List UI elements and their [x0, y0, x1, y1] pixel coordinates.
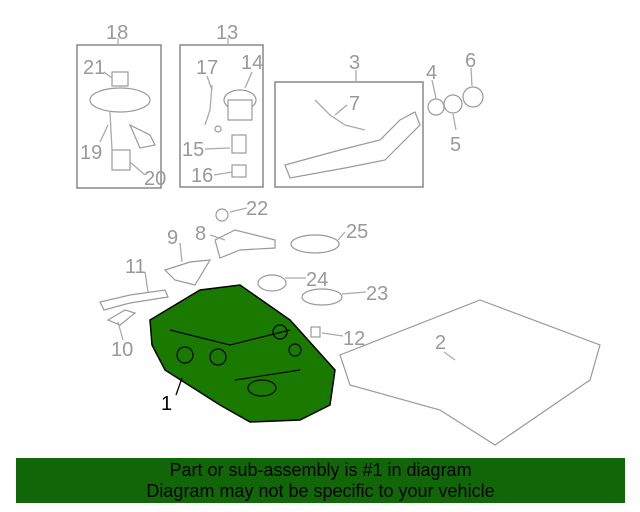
callout-2[interactable]: 2: [435, 332, 446, 354]
band-11: [99, 289, 169, 311]
callout-24[interactable]: 24: [306, 269, 328, 291]
callout-11[interactable]: 11: [125, 256, 146, 278]
callout-10[interactable]: 10: [111, 339, 133, 361]
callout-16[interactable]: 16: [191, 165, 213, 187]
callout-17[interactable]: 17: [196, 57, 218, 79]
callout-21[interactable]: 21: [83, 57, 105, 79]
cap-6: [462, 86, 484, 108]
callout-4[interactable]: 4: [426, 62, 437, 84]
gasket-25: [290, 234, 340, 254]
callout-6[interactable]: 6: [465, 50, 476, 72]
crossmember-2: [339, 299, 601, 446]
callout-3[interactable]: 3: [349, 52, 360, 74]
fuel-pump-assembly: [89, 71, 156, 171]
grommet-22: [215, 208, 229, 222]
group-box-18: [76, 44, 162, 189]
callout-18[interactable]: 18: [106, 22, 128, 44]
callout-1[interactable]: 1: [161, 393, 172, 415]
info-banner: Part or sub-assembly is #1 in diagram Di…: [16, 458, 625, 503]
ring-5: [443, 94, 463, 114]
band-10: [106, 309, 137, 326]
fuel-tank[interactable]: [149, 284, 336, 423]
gauge-23: [301, 288, 343, 306]
parts-diagram: 1 2 3 4 5 6 7 8 9 10 11 12 13 14 15 16 1…: [76, 22, 601, 446]
callout-14[interactable]: 14: [241, 52, 263, 74]
callout-9[interactable]: 9: [167, 227, 178, 249]
callout-5[interactable]: 5: [450, 134, 461, 156]
group-box-13: [179, 44, 264, 188]
callout-20[interactable]: 20: [144, 168, 166, 190]
callout-12[interactable]: 12: [343, 328, 365, 350]
plate-24: [257, 274, 287, 292]
callout-7[interactable]: 7: [349, 93, 360, 115]
callout-15[interactable]: 15: [182, 139, 204, 161]
protector-9: [163, 259, 212, 286]
banner-line-1: Part or sub-assembly is #1 in diagram: [169, 460, 472, 480]
callout-22[interactable]: 22: [246, 198, 268, 220]
protector-8: [214, 229, 276, 259]
filler-pipe-assembly: [284, 99, 421, 179]
callout-23[interactable]: 23: [366, 283, 388, 305]
callout-25[interactable]: 25: [346, 221, 368, 243]
plug-12: [310, 326, 321, 338]
callout-8[interactable]: 8: [195, 223, 206, 245]
group-box-3: [274, 81, 424, 188]
gasket-4: [427, 98, 445, 116]
callout-19[interactable]: 19: [80, 142, 102, 164]
banner-line-2: Diagram may not be specific to your vehi…: [146, 481, 495, 501]
callout-13[interactable]: 13: [216, 22, 238, 44]
fuel-sender-assembly: [204, 84, 257, 178]
